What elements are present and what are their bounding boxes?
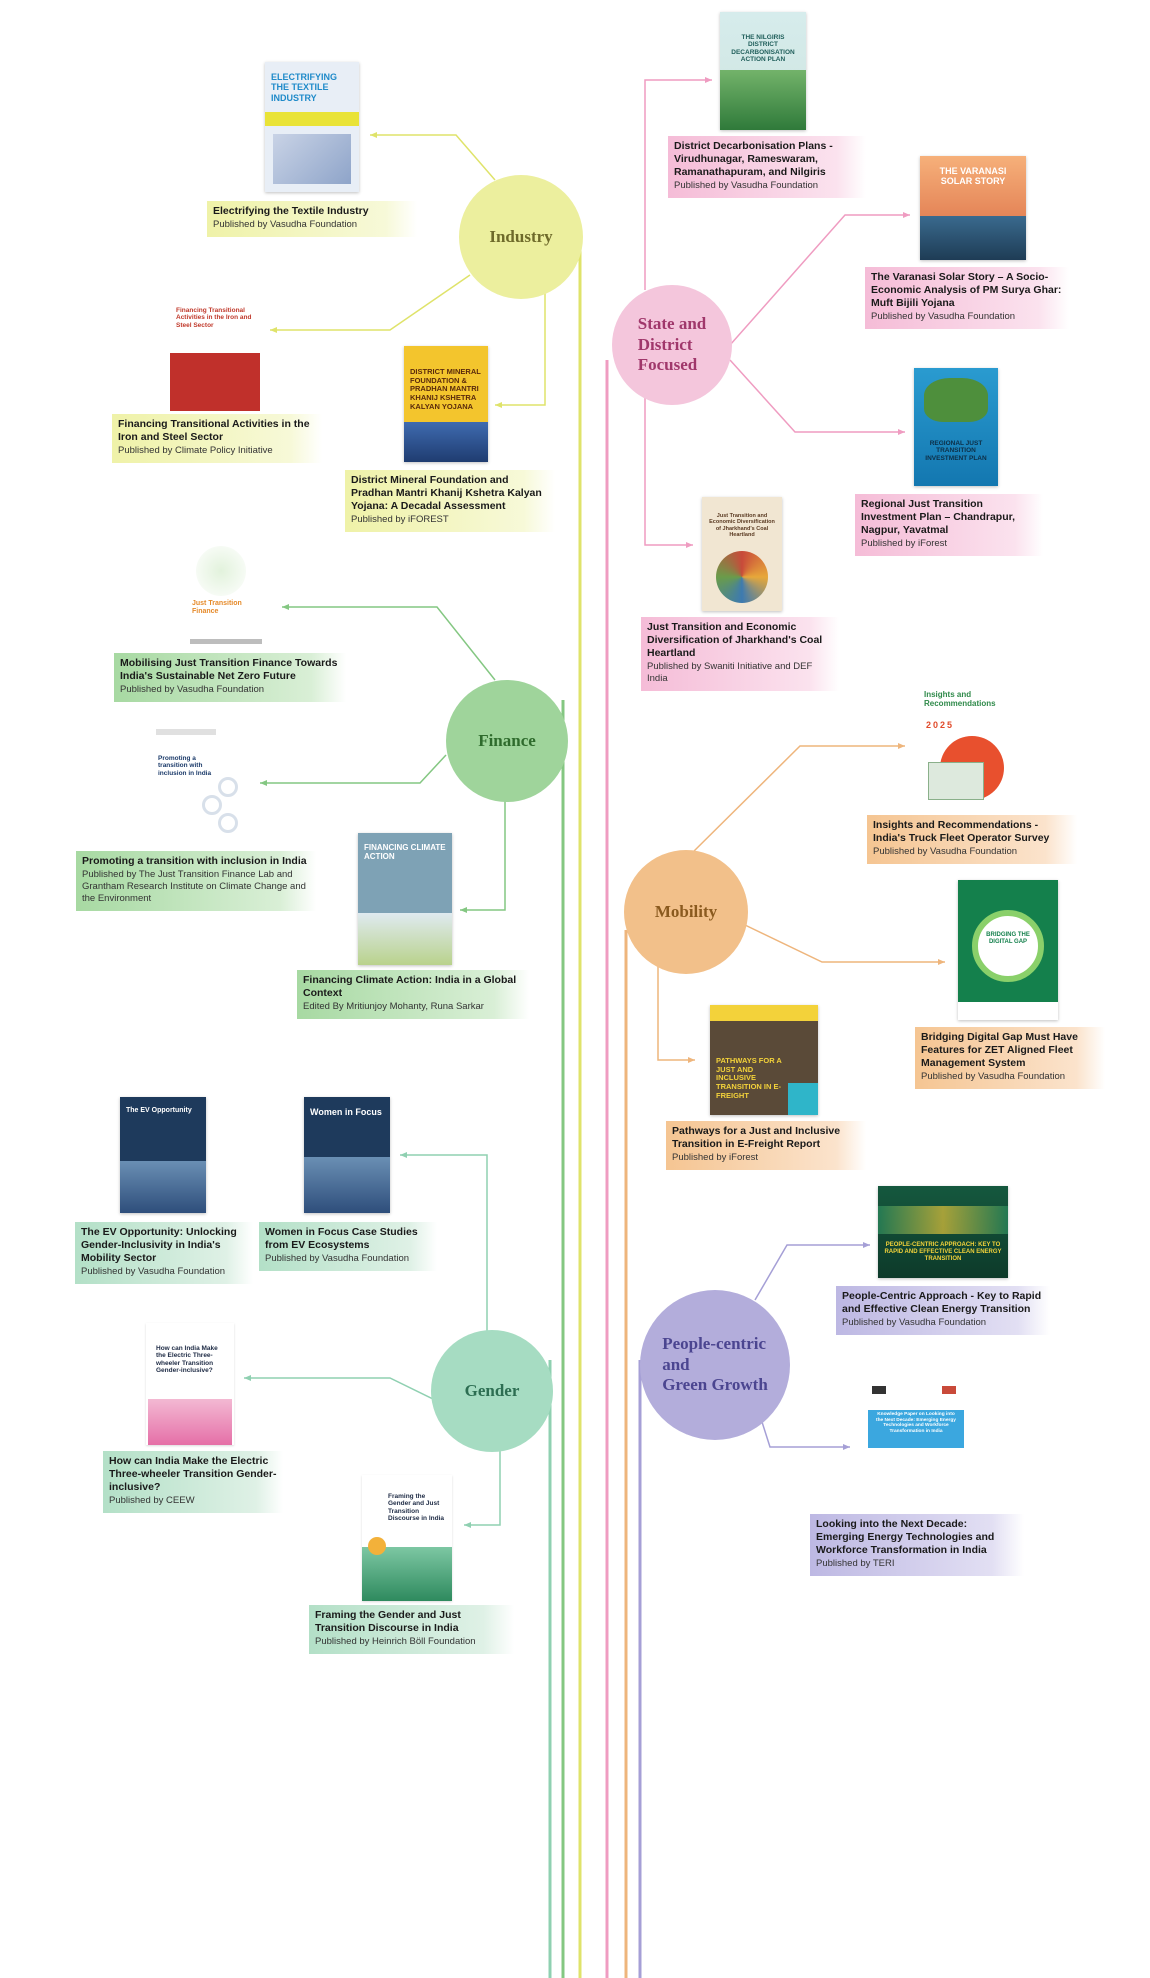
- cover-title: How can India Make the Electric Three-wh…: [156, 1345, 218, 1375]
- cover-ev-opportunity[interactable]: The EV Opportunity: [120, 1097, 206, 1213]
- label-iron-steel[interactable]: Financing Transitional Activities in the…: [112, 414, 322, 464]
- cover-title: People-Centric Approach: Key to Rapid an…: [884, 1242, 1002, 1262]
- cover-regional-jt[interactable]: Regional Just Transition Investment Plan: [914, 368, 998, 486]
- hub-state-district[interactable]: State and District Focused: [612, 285, 732, 405]
- cover-three-wheeler[interactable]: How can India Make the Electric Three-wh…: [146, 1323, 234, 1445]
- cover-jharkhand[interactable]: Just Transition and Economic Diversifica…: [702, 497, 782, 611]
- cover-year: 2025: [926, 720, 955, 730]
- cover-iron-steel[interactable]: Financing Transitional Activities in the…: [168, 285, 262, 411]
- cover-title: Pathways for a Just and Inclusive Transi…: [716, 1056, 782, 1100]
- cover-dmf[interactable]: District Mineral Foundation & Pradhan Ma…: [404, 346, 488, 462]
- cover-varanasi[interactable]: The Varanasi Solar Story: [920, 156, 1026, 260]
- label-textile[interactable]: Electrifying the Textile Industry Publis…: [207, 201, 417, 237]
- cover-title: Insights and Recommendations: [924, 690, 996, 709]
- hub-industry[interactable]: Industry: [459, 175, 583, 299]
- cover-title: Just Transition Finance: [192, 600, 242, 616]
- cover-title: The Nilgiris District Decarbonisation Ac…: [731, 34, 795, 64]
- cover-title: Regional Just Transition Investment Plan: [925, 440, 987, 462]
- cover-women-focus[interactable]: Women in Focus: [304, 1097, 390, 1213]
- label-next-decade[interactable]: Looking into the Next Decade: Emerging E…: [810, 1514, 1024, 1577]
- label-three-wheeler[interactable]: How can India Make the Electric Three-wh…: [103, 1451, 283, 1514]
- cover-truck-fleet[interactable]: Insights and Recommendations 2025: [918, 670, 1012, 806]
- label-people-centric[interactable]: People-Centric Approach - Key to Rapid a…: [836, 1286, 1050, 1336]
- label-women-focus[interactable]: Women in Focus Case Studies from EV Ecos…: [259, 1222, 437, 1272]
- cover-textile[interactable]: Electrifying the Textile Industry: [265, 62, 359, 192]
- cover-digital-gap[interactable]: Bridging the Digital Gap: [958, 880, 1058, 1020]
- cover-title: Financing Climate Action: [364, 843, 446, 862]
- label-efreight[interactable]: Pathways for a Just and Inclusive Transi…: [666, 1121, 866, 1171]
- hub-finance[interactable]: Finance: [446, 680, 568, 802]
- cover-people-centric[interactable]: People-Centric Approach: Key to Rapid an…: [878, 1186, 1008, 1278]
- hub-gender[interactable]: Gender: [431, 1330, 553, 1452]
- label-financing-climate[interactable]: Financing Climate Action: India in a Glo…: [297, 970, 529, 1020]
- label-truck-fleet[interactable]: Insights and Recommendations - India's T…: [867, 815, 1077, 865]
- cover-efreight[interactable]: Pathways for a Just and Inclusive Transi…: [710, 1005, 818, 1115]
- label-promoting[interactable]: Promoting a transition with inclusion in…: [76, 851, 316, 911]
- cover-title: The EV Opportunity: [126, 1107, 192, 1114]
- cover-title: Framing the Gender and Just Transition D…: [388, 1493, 444, 1523]
- cover-title: District Mineral Foundation & Pradhan Ma…: [410, 367, 481, 411]
- cover-title: Women in Focus: [310, 1107, 382, 1117]
- cover-framing-gender[interactable]: Framing the Gender and Just Transition D…: [362, 1475, 452, 1601]
- cover-financing-climate[interactable]: Financing Climate Action: [358, 833, 452, 965]
- cover-promoting[interactable]: Promoting a transition with inclusion in…: [152, 725, 248, 841]
- cover-title: Just Transition and Economic Diversifica…: [709, 513, 775, 538]
- label-mobilising[interactable]: Mobilising Just Transition Finance Towar…: [114, 653, 346, 703]
- label-jharkhand[interactable]: Just Transition and Economic Diversifica…: [641, 617, 839, 692]
- label-dmf[interactable]: District Mineral Foundation and Pradhan …: [345, 470, 555, 533]
- cover-district-decarb[interactable]: The Nilgiris District Decarbonisation Ac…: [720, 12, 806, 130]
- cover-title: The Varanasi Solar Story: [939, 166, 1007, 187]
- label-varanasi[interactable]: The Varanasi Solar Story – A Socio-Econo…: [865, 267, 1069, 330]
- cover-title: Electrifying the Textile Industry: [271, 72, 338, 103]
- cover-mobilising[interactable]: Just Transition Finance: [186, 540, 266, 644]
- cover-title: Bridging the Digital Gap: [986, 932, 1030, 945]
- label-framing-gender[interactable]: Framing the Gender and Just Transition D…: [309, 1605, 514, 1655]
- cover-title: Promoting a transition with inclusion in…: [158, 755, 212, 777]
- cover-title: Knowledge Paper on Looking into the Next…: [876, 1412, 956, 1434]
- cover-title: Financing Transitional Activities in the…: [176, 307, 252, 329]
- label-district-decarb[interactable]: District Decarbonisation Plans - Virudhu…: [668, 136, 866, 199]
- label-ev-opportunity[interactable]: The EV Opportunity: Unlocking Gender-Inc…: [75, 1222, 253, 1285]
- hub-mobility[interactable]: Mobility: [624, 850, 748, 974]
- label-digital-gap[interactable]: Bridging Digital Gap Must Have Features …: [915, 1027, 1105, 1090]
- hub-people-green-growth[interactable]: People-centric and Green Growth: [640, 1290, 790, 1440]
- label-regional-jt[interactable]: Regional Just Transition Investment Plan…: [855, 494, 1043, 557]
- cover-next-decade[interactable]: Knowledge Paper on Looking into the Next…: [868, 1382, 964, 1492]
